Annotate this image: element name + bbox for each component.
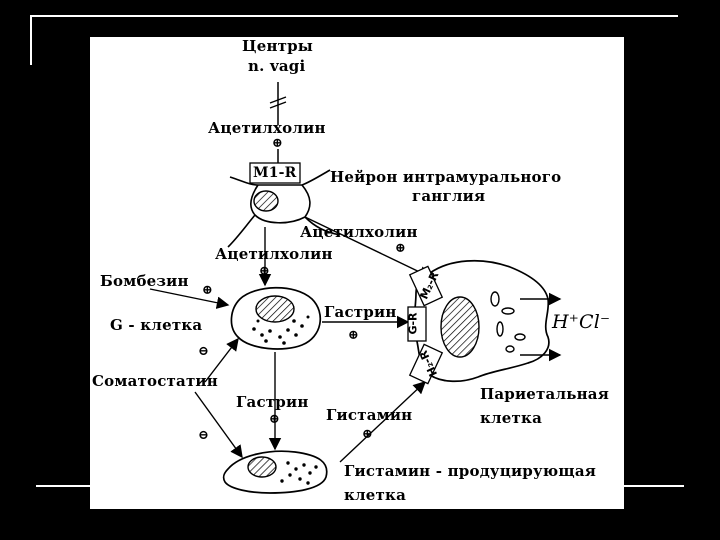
label-gr-receptor: G-R xyxy=(406,312,420,335)
ganglion-nucleus xyxy=(253,190,279,212)
parietal-nucleus xyxy=(440,296,480,358)
gr-receptor-box xyxy=(407,306,427,342)
label-parietal-line2: клетка xyxy=(480,409,542,427)
label-gastrin-down: Гастрин xyxy=(236,393,309,411)
g-cell-body xyxy=(230,286,322,350)
histamine-cell-body xyxy=(222,450,328,494)
label-centers: Центры xyxy=(242,37,314,55)
plus-sign-acetylcholine-right: ⊕ xyxy=(395,241,406,256)
m2r-receptor-box xyxy=(408,265,444,307)
label-neuron-line1: Нейрон интрамурального xyxy=(330,168,562,186)
histamine-to-parietal-arrow xyxy=(339,381,427,463)
frame-left-line xyxy=(30,15,32,65)
plus-sign-histamine: ⊕ xyxy=(362,427,373,442)
bombesin-arrow xyxy=(149,288,230,309)
diagram-drawing xyxy=(149,82,562,494)
label-acetylcholine-right: Ацетилхолин xyxy=(300,223,418,241)
somatostatin-to-histamine-cell-arrow xyxy=(194,391,243,459)
plus-sign-vagus: ⊕ xyxy=(272,136,283,151)
histamine-cell-nucleus xyxy=(247,456,277,478)
label-histamine-cell-line1: Гистамин - продуцирующая xyxy=(344,462,597,480)
minus-sign-somatostatin-gcell: ⊖ xyxy=(198,344,209,359)
axon-to-parietal xyxy=(304,216,432,278)
label-acetylcholine-top: Ацетилхолин xyxy=(208,119,326,137)
label-parietal-line1: Париетальная xyxy=(480,385,609,403)
frame-top-line xyxy=(30,15,678,17)
histamine-cell-granules xyxy=(280,461,318,485)
label-n-vagi: n. vagi xyxy=(248,57,306,75)
plus-sign-bombesin: ⊕ xyxy=(202,283,213,298)
g-cell-granules xyxy=(252,315,310,345)
label-g-cell: G - клетка xyxy=(110,316,203,334)
parietal-canaliculi xyxy=(490,291,526,353)
plus-sign-acetylcholine-left: ⊕ xyxy=(259,264,270,279)
label-m1r: M1-R xyxy=(253,165,297,181)
vagus-cut-mark-2 xyxy=(269,101,287,109)
minus-sign-somatostatin-histamine-cell: ⊖ xyxy=(198,428,209,443)
label-histamine-cell-line2: клетка xyxy=(344,486,406,504)
h2r-receptor-box xyxy=(408,343,444,385)
label-gastrin-right: Гастрин xyxy=(324,303,397,321)
plus-sign-gastrin-down: ⊕ xyxy=(269,412,280,427)
label-histamine: Гистамин xyxy=(326,406,413,424)
vagus-cut-mark-1 xyxy=(269,96,287,104)
diagram-panel: Центры n. vagi Ацетилхолин ⊕ M1-R Нейрон… xyxy=(90,37,624,509)
plus-sign-gastrin-right: ⊕ xyxy=(348,328,359,343)
label-hcl: H⁺Cl⁻ xyxy=(552,311,611,333)
label-bombesin: Бомбезин xyxy=(100,272,189,290)
g-cell-nucleus xyxy=(255,295,295,323)
somatostatin-to-gcell-arrow xyxy=(204,337,239,383)
m1r-receptor-box xyxy=(249,162,301,184)
label-acetylcholine-left: Ацетилхолин xyxy=(215,245,333,263)
label-somatostatin: Соматостатин xyxy=(92,372,218,390)
label-neuron-line2: ганглия xyxy=(412,187,486,205)
